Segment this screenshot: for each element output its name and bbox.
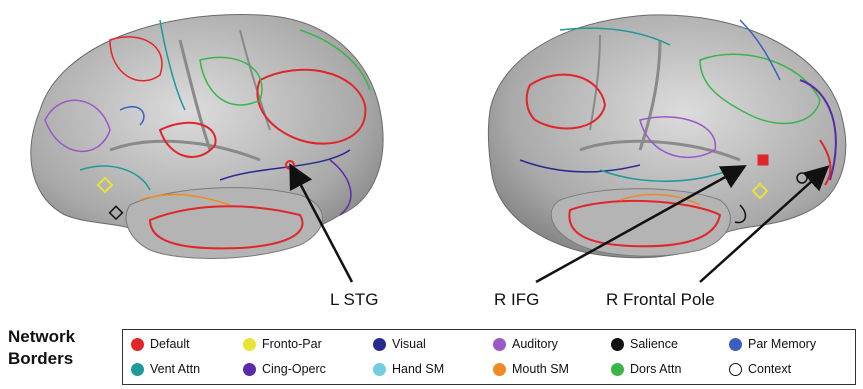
legend-item: Vent Attn (131, 362, 200, 376)
auditory-dot-icon (493, 338, 506, 351)
context-ring-icon (729, 363, 742, 376)
default-dot-icon (131, 338, 144, 351)
legend-label: Default (150, 337, 190, 351)
legend-item: Context (729, 362, 791, 376)
legend-label: Auditory (512, 337, 558, 351)
label-l-stg: L STG (330, 290, 379, 310)
mouth-sm-dot-icon (493, 363, 506, 376)
legend-label: Dors Attn (630, 362, 681, 376)
left-hemisphere (31, 15, 383, 259)
legend-box: Default Fronto-Par Visual Auditory Salie… (122, 329, 856, 385)
legend-title-line2: Borders (8, 348, 118, 370)
right-hemisphere (488, 15, 845, 258)
legend-label: Fronto-Par (262, 337, 322, 351)
dors-attn-dot-icon (611, 363, 624, 376)
legend-label: Mouth SM (512, 362, 569, 376)
legend-item: Salience (611, 337, 678, 351)
vent-attn-dot-icon (131, 363, 144, 376)
legend-label: Vent Attn (150, 362, 200, 376)
fronto-par-dot-icon (243, 338, 256, 351)
legend-title: Network Borders (8, 326, 118, 370)
visual-dot-icon (373, 338, 386, 351)
salience-dot-icon (611, 338, 624, 351)
legend-label: Par Memory (748, 337, 816, 351)
legend-item: Default (131, 337, 190, 351)
legend-item: Par Memory (729, 337, 816, 351)
legend-item: Visual (373, 337, 426, 351)
legend-title-line1: Network (8, 326, 118, 348)
legend-label: Visual (392, 337, 426, 351)
legend-label: Hand SM (392, 362, 444, 376)
legend-item: Mouth SM (493, 362, 569, 376)
legend-item: Dors Attn (611, 362, 681, 376)
hand-sm-dot-icon (373, 363, 386, 376)
label-r-frontal-pole: R Frontal Pole (606, 290, 715, 310)
legend-label: Salience (630, 337, 678, 351)
legend-item: Auditory (493, 337, 558, 351)
label-r-ifg: R IFG (494, 290, 539, 310)
legend-item: Hand SM (373, 362, 444, 376)
par-memory-dot-icon (729, 338, 742, 351)
cing-operc-dot-icon (243, 363, 256, 376)
brain-surfaces (0, 0, 863, 320)
legend-label: Cing-Operc (262, 362, 326, 376)
legend-item: Cing-Operc (243, 362, 326, 376)
legend-label: Context (748, 362, 791, 376)
legend-item: Fronto-Par (243, 337, 322, 351)
